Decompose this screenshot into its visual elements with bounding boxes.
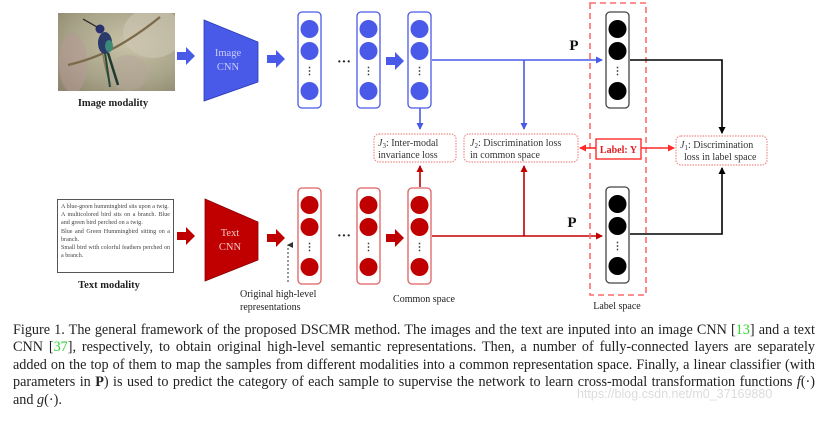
image-fc-layer: ⋮ — [356, 11, 381, 109]
vertical-ellipsis: ⋮ — [305, 242, 315, 253]
text-label-layer: ⋮ — [605, 186, 630, 284]
figure-caption: Figure 1. The general framework of the p… — [13, 322, 815, 409]
vertical-ellipsis: ⋮ — [364, 66, 374, 77]
image-layer-ellipsis: ··· — [337, 55, 351, 70]
caption-text: and — [13, 391, 38, 408]
neuron — [300, 218, 319, 236]
neuron — [300, 82, 319, 100]
neuron — [608, 20, 627, 38]
text-layer-ellipsis: ··· — [337, 229, 351, 244]
citation-link[interactable]: 37 — [53, 339, 68, 356]
loss-j2-box — [463, 133, 579, 163]
label-space-region — [589, 2, 647, 296]
projection-label-image: P — [569, 38, 578, 54]
image-cnn-block — [203, 19, 259, 102]
image-cnn-label: Image — [215, 48, 242, 59]
caption-text: ], respectively, to obtain original high… — [13, 339, 815, 391]
neuron — [608, 82, 627, 100]
neuron — [359, 42, 378, 60]
watermark: https://blog.csdn.net/m0_37169880 — [577, 387, 773, 401]
neuron — [359, 82, 378, 100]
neuron — [359, 258, 378, 276]
vertical-ellipsis: ⋮ — [613, 241, 623, 252]
loss-j2-text-2: in common space — [470, 150, 541, 161]
text-fc-layer: ⋮ — [356, 187, 381, 285]
neuron — [300, 42, 319, 60]
neuron — [300, 196, 319, 214]
caption-math: (·) — [800, 374, 815, 391]
original-repr-label: Original high-level — [240, 289, 317, 300]
text-modality-label: Text modality — [78, 280, 140, 291]
label-space-label: Label space — [593, 301, 641, 312]
caption-text: . — [58, 391, 62, 408]
neuron — [608, 195, 627, 213]
caption-math: (·) — [44, 391, 59, 408]
vertical-ellipsis: ⋮ — [415, 66, 425, 77]
image-modality-label: Image modality — [78, 98, 149, 109]
neuron — [410, 218, 429, 236]
arrow-text-to-cnn — [177, 227, 195, 245]
loss-j1-text: J1: Discrimination — [680, 140, 753, 152]
neuron — [410, 82, 429, 100]
projection-label-text: P — [567, 215, 576, 231]
neuron — [410, 20, 429, 38]
text-sample: Small bird with colorful feathers perche… — [61, 245, 170, 260]
text-fc-layer: ⋮ — [297, 187, 322, 285]
caption-text: ) is used to predict the category of eac… — [103, 374, 797, 391]
neuron — [608, 42, 627, 60]
neuron — [410, 196, 429, 214]
image-label-layer: ⋮ — [605, 11, 630, 109]
image-cnn-label: CNN — [217, 62, 240, 73]
neuron — [300, 258, 319, 276]
text-cnn-block — [204, 198, 259, 282]
neuron — [608, 257, 627, 275]
vertical-ellipsis: ⋮ — [415, 242, 425, 253]
neuron — [359, 218, 378, 236]
image-common-layer: ⋮ — [407, 11, 432, 109]
vertical-ellipsis: ⋮ — [613, 66, 623, 77]
loss-j1-box — [675, 135, 768, 166]
vertical-ellipsis: ⋮ — [364, 242, 374, 253]
common-space-label: Common space — [393, 294, 455, 305]
loss-j3-text: J3: Inter-modal — [378, 138, 438, 150]
neuron — [410, 42, 429, 60]
vertical-ellipsis: ⋮ — [305, 66, 315, 77]
text-common-layer: ⋮ — [407, 187, 432, 285]
bird-photo — [58, 13, 175, 91]
arrow-textcnn-to-fc — [267, 229, 285, 247]
image-fc-layer: ⋮ — [297, 11, 322, 109]
loss-j3-box — [373, 133, 457, 163]
framework-diagram: Image modality Text modality Image CNN ⋮… — [78, 2, 768, 313]
arrow-fc-to-common — [386, 52, 404, 70]
caption-text: Figure 1. The general framework of the p… — [13, 322, 736, 338]
text-sample: Blue and Green Hummingbird sitting on a … — [61, 228, 170, 243]
neuron — [359, 196, 378, 214]
caption-math-g: g — [37, 391, 45, 408]
arrow-image-to-cnn — [177, 47, 195, 65]
citation-link[interactable]: 13 — [735, 322, 750, 338]
neuron — [410, 258, 429, 276]
label-y-text: Label: Y — [600, 145, 638, 156]
loss-j1-text-2: loss in label space — [684, 152, 757, 163]
text-cnn-label: CNN — [219, 242, 242, 253]
loss-j2-text: J2: Discrimination loss — [470, 138, 561, 150]
neuron — [608, 217, 627, 235]
arrow-textfc-to-common — [386, 229, 404, 247]
neuron — [300, 20, 319, 38]
text-cnn-label: Text — [221, 228, 240, 239]
image-classifier-to-j1-line — [630, 59, 726, 134]
neuron — [359, 20, 378, 38]
text-samples-box: A blue-green hummingbird sits upon a twi… — [57, 199, 174, 273]
caption-bold-p: P — [95, 374, 104, 391]
loss-j3-text-2: invariance loss — [378, 150, 438, 161]
caption-text: ] and a text CNN [ — [13, 322, 815, 356]
label-y-box — [595, 138, 642, 160]
arrow-cnn-to-fc — [267, 50, 285, 68]
text-classifier-to-j1-line — [630, 167, 726, 235]
caption-math-f: f — [796, 374, 801, 391]
text-sample: A multicolored bird sits on a branch. Bl… — [61, 212, 170, 227]
original-repr-label: representations — [240, 302, 301, 313]
text-sample: A blue-green hummingbird sits upon a twi… — [61, 204, 169, 210]
